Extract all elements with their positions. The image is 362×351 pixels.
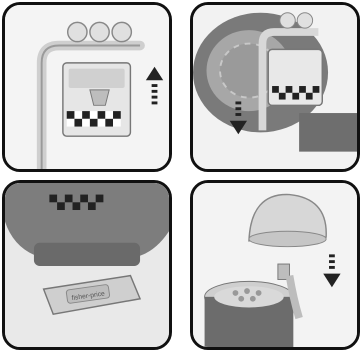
panel-mount-sign: [190, 2, 360, 172]
panel-attach-sign: [2, 2, 172, 172]
bulb-light-icon: [68, 22, 132, 41]
panel-attach-clip: fisher-price: [2, 180, 172, 350]
attach-sign-illustration: [5, 5, 169, 169]
attach-clip-illustration: fisher-price: [5, 183, 169, 347]
mount-sign-illustration: [193, 5, 357, 169]
panel-attach-dome: [190, 180, 360, 350]
attach-dome-illustration: [193, 183, 357, 347]
